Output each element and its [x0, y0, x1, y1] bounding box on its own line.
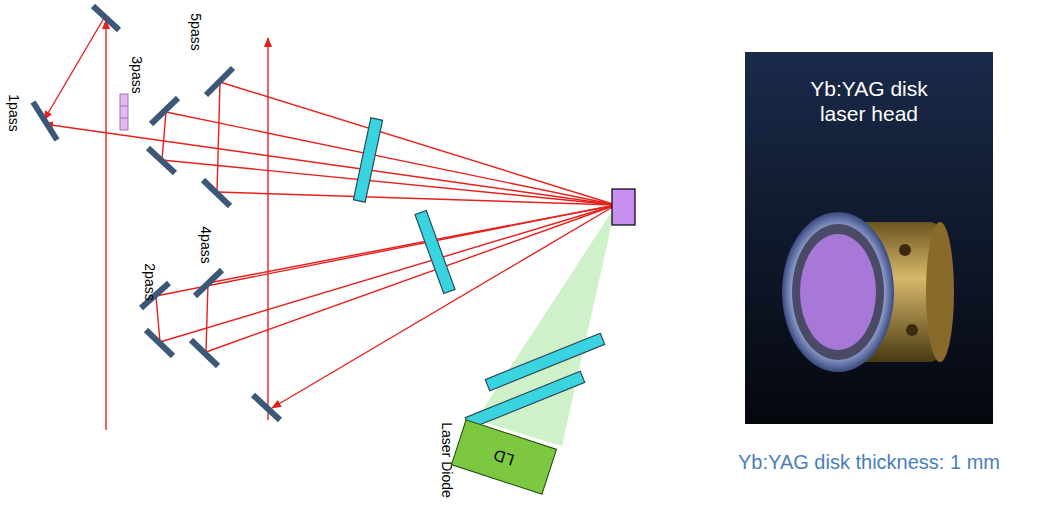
pass-label: 2pass	[143, 263, 157, 300]
laser-head-photo	[782, 212, 954, 372]
lenses	[353, 118, 604, 429]
pass-label: 3pass	[130, 56, 144, 93]
mirrors	[33, 6, 280, 420]
photo-caption: Yb:YAG disk thickness: 1 mm	[738, 451, 1000, 474]
pass-label: 5pass	[189, 13, 203, 50]
pass-label: 1pass	[7, 94, 21, 131]
node-text: Yb:YAG disk laser head	[789, 76, 949, 126]
photo-panel: Yb:YAG disk laser head	[745, 52, 993, 424]
node-text: LD	[491, 445, 516, 470]
pass-label: 4pass	[199, 226, 213, 263]
laser-beams	[44, 18, 616, 430]
yb-yag-disk	[612, 189, 635, 225]
photo-background	[745, 52, 993, 424]
aperture	[120, 94, 128, 130]
